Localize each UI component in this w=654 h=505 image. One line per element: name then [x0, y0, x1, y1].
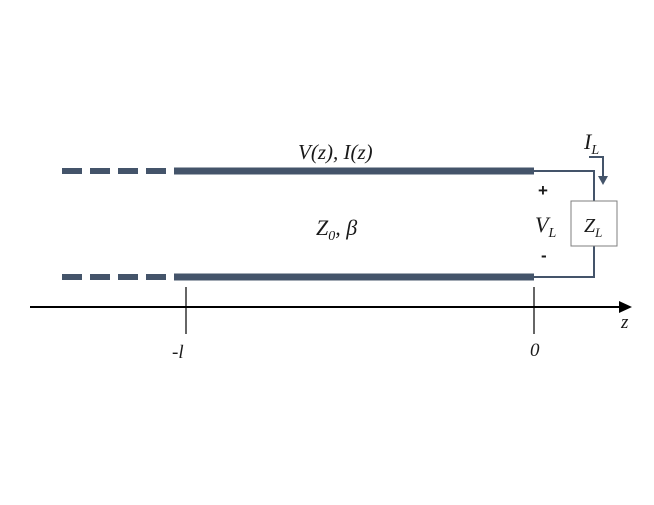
load-wire-top [534, 170, 595, 201]
load-voltage-label: VL [535, 212, 556, 241]
z-axis-arrowhead [619, 301, 632, 313]
tick-label-right: 0 [530, 340, 540, 361]
plus-sign: + [538, 181, 548, 200]
load-current-label: IL [583, 129, 599, 158]
load-wire-bottom [534, 246, 595, 278]
load-impedance-box [570, 200, 618, 247]
tick-label-left: -l [172, 342, 184, 363]
line-voltage-current-label: V(z), I(z) [298, 140, 373, 164]
characteristic-impedance-label: Z0, β [316, 215, 357, 244]
z-axis-label: z [620, 312, 629, 333]
load-impedance-label: ZL [584, 215, 602, 240]
current-arrow [589, 156, 604, 178]
minus-sign: - [541, 246, 547, 265]
current-arrow-head [598, 176, 608, 185]
